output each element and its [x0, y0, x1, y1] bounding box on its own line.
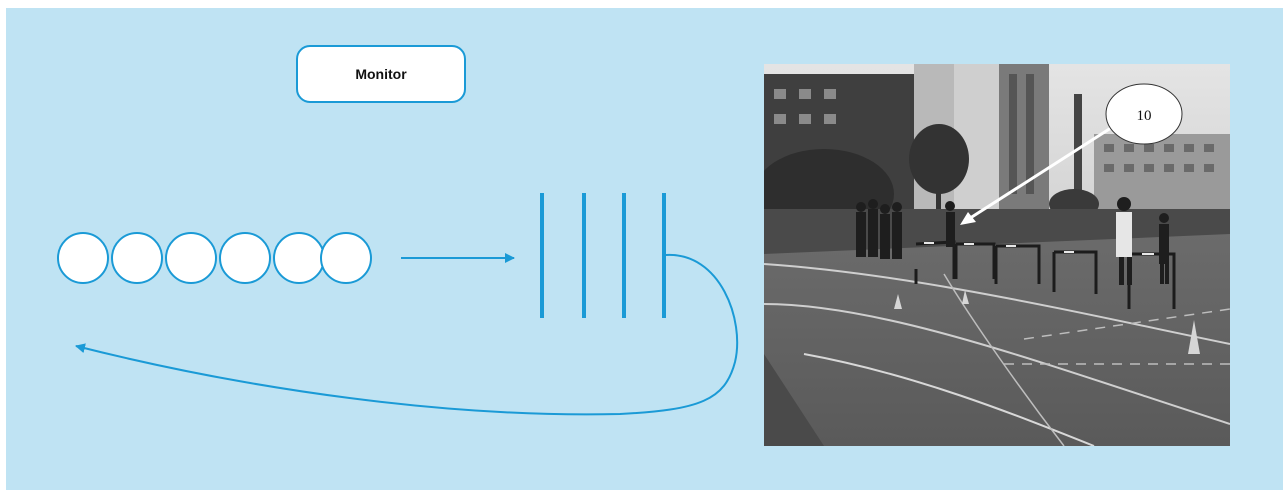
- athlete-circle: [321, 233, 371, 283]
- hurdles-photo: 10: [764, 64, 1230, 446]
- athlete-circle: [220, 233, 270, 283]
- return-arrow: [76, 255, 737, 414]
- athlete-circle: [274, 233, 324, 283]
- athlete-circle: [58, 233, 108, 283]
- athlete-queue: [58, 233, 371, 283]
- callout-label: 10: [1137, 108, 1152, 124]
- athlete-circle: [166, 233, 216, 283]
- hurdle-group: [542, 193, 664, 318]
- athlete-circle: [112, 233, 162, 283]
